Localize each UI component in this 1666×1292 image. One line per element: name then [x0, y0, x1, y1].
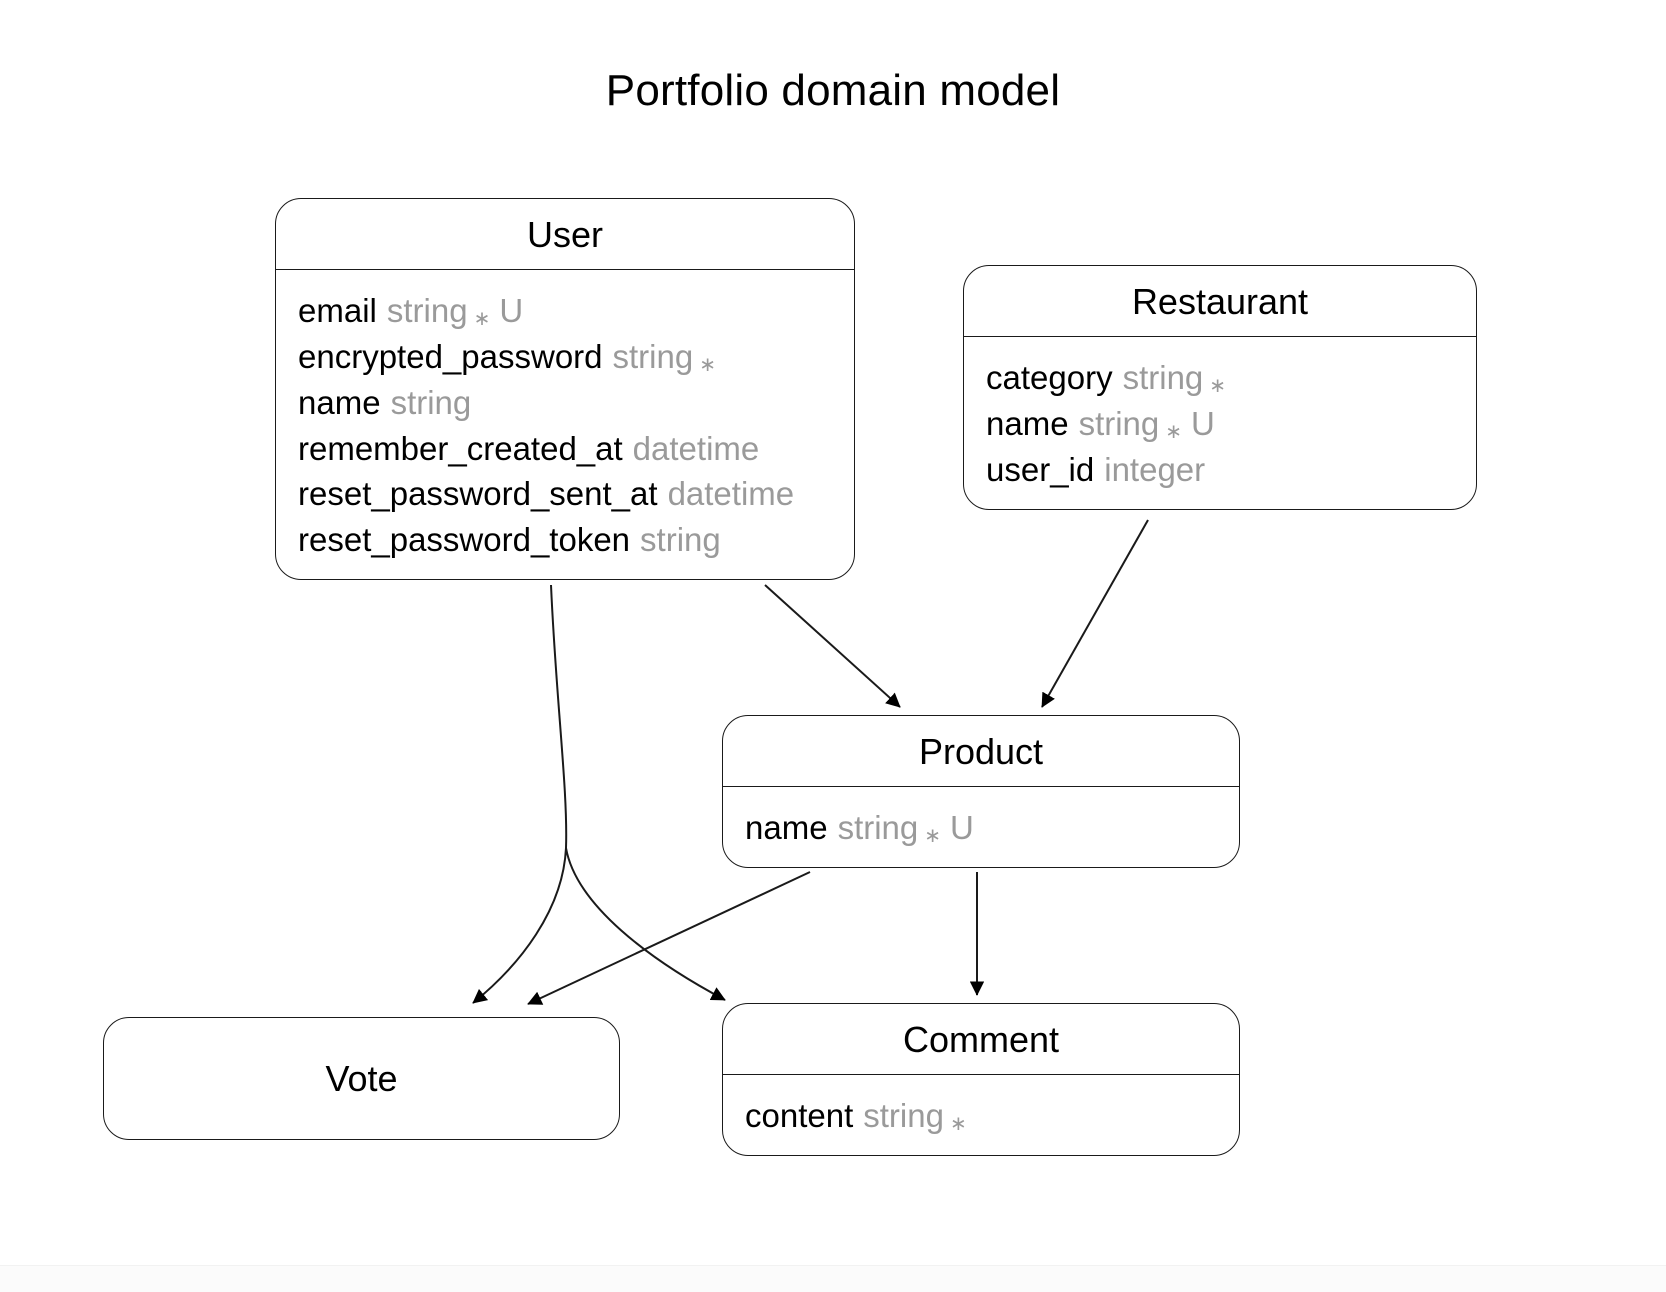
- attribute-required-marker: ∗: [949, 1113, 967, 1135]
- attribute-name: reset_password_sent_at: [298, 475, 658, 513]
- attribute-type: string: [386, 292, 468, 329]
- attribute-unique-marker: U: [950, 809, 974, 846]
- attribute-required-marker: ∗: [924, 825, 942, 847]
- entity-comment-divider: [723, 1074, 1239, 1075]
- attribute-type: string: [640, 521, 721, 559]
- entity-restaurant-title: Restaurant: [1131, 281, 1309, 322]
- attribute-name: name: [986, 404, 1069, 442]
- attribute-name: encrypted_password: [298, 337, 603, 375]
- attribute-type: string: [1078, 404, 1160, 442]
- attribute-name: name: [745, 809, 828, 846]
- attribute-type: datetime: [667, 475, 795, 513]
- attribute-type: string: [863, 1097, 944, 1134]
- attribute-name: reset_password_token: [298, 521, 631, 559]
- attribute-name: email: [298, 292, 377, 329]
- attribute-required-marker: ∗: [1165, 420, 1183, 443]
- attribute-type: string: [1122, 359, 1204, 396]
- attribute-name: name: [298, 383, 381, 421]
- entity-user-divider: [276, 269, 854, 270]
- attribute-type: string: [612, 337, 694, 375]
- entity-vote-title: Vote: [325, 1057, 398, 1099]
- page-title: Portfolio domain model: [605, 66, 1061, 115]
- attribute-required-marker: ∗: [473, 308, 491, 330]
- attribute-required-marker: ∗: [1209, 375, 1227, 397]
- entity-comment-title: Comment: [902, 1019, 1060, 1060]
- attribute-unique-marker: U: [1191, 404, 1215, 442]
- edge-user-to-vote: [472, 584, 568, 1004]
- edge-product-to-vote: [527, 871, 811, 1005]
- attribute-name: category: [986, 359, 1113, 396]
- entity-restaurant-divider: [964, 336, 1476, 337]
- edge-restaurant-to-product: [1041, 519, 1149, 708]
- attribute-type: string: [837, 809, 919, 846]
- attribute-type: integer: [1104, 450, 1206, 488]
- attribute-unique-marker: U: [499, 292, 524, 329]
- attribute-type: datetime: [632, 429, 760, 467]
- entity-product-divider: [723, 786, 1239, 787]
- entity-vote[interactable]: Vote: [103, 1017, 620, 1140]
- attribute-name: remember_created_at: [298, 429, 623, 467]
- attribute-name: user_id: [986, 450, 1095, 488]
- attribute-type: string: [390, 383, 472, 421]
- attribute-required-marker: ∗: [699, 353, 716, 376]
- entity-user-title: User: [526, 214, 603, 255]
- edge-user-to-comment: [565, 847, 726, 1001]
- attribute-name: content: [745, 1097, 854, 1134]
- entity-product-title: Product: [918, 731, 1044, 772]
- edge-user-to-product: [764, 584, 901, 708]
- bottom-band: [0, 1265, 1666, 1292]
